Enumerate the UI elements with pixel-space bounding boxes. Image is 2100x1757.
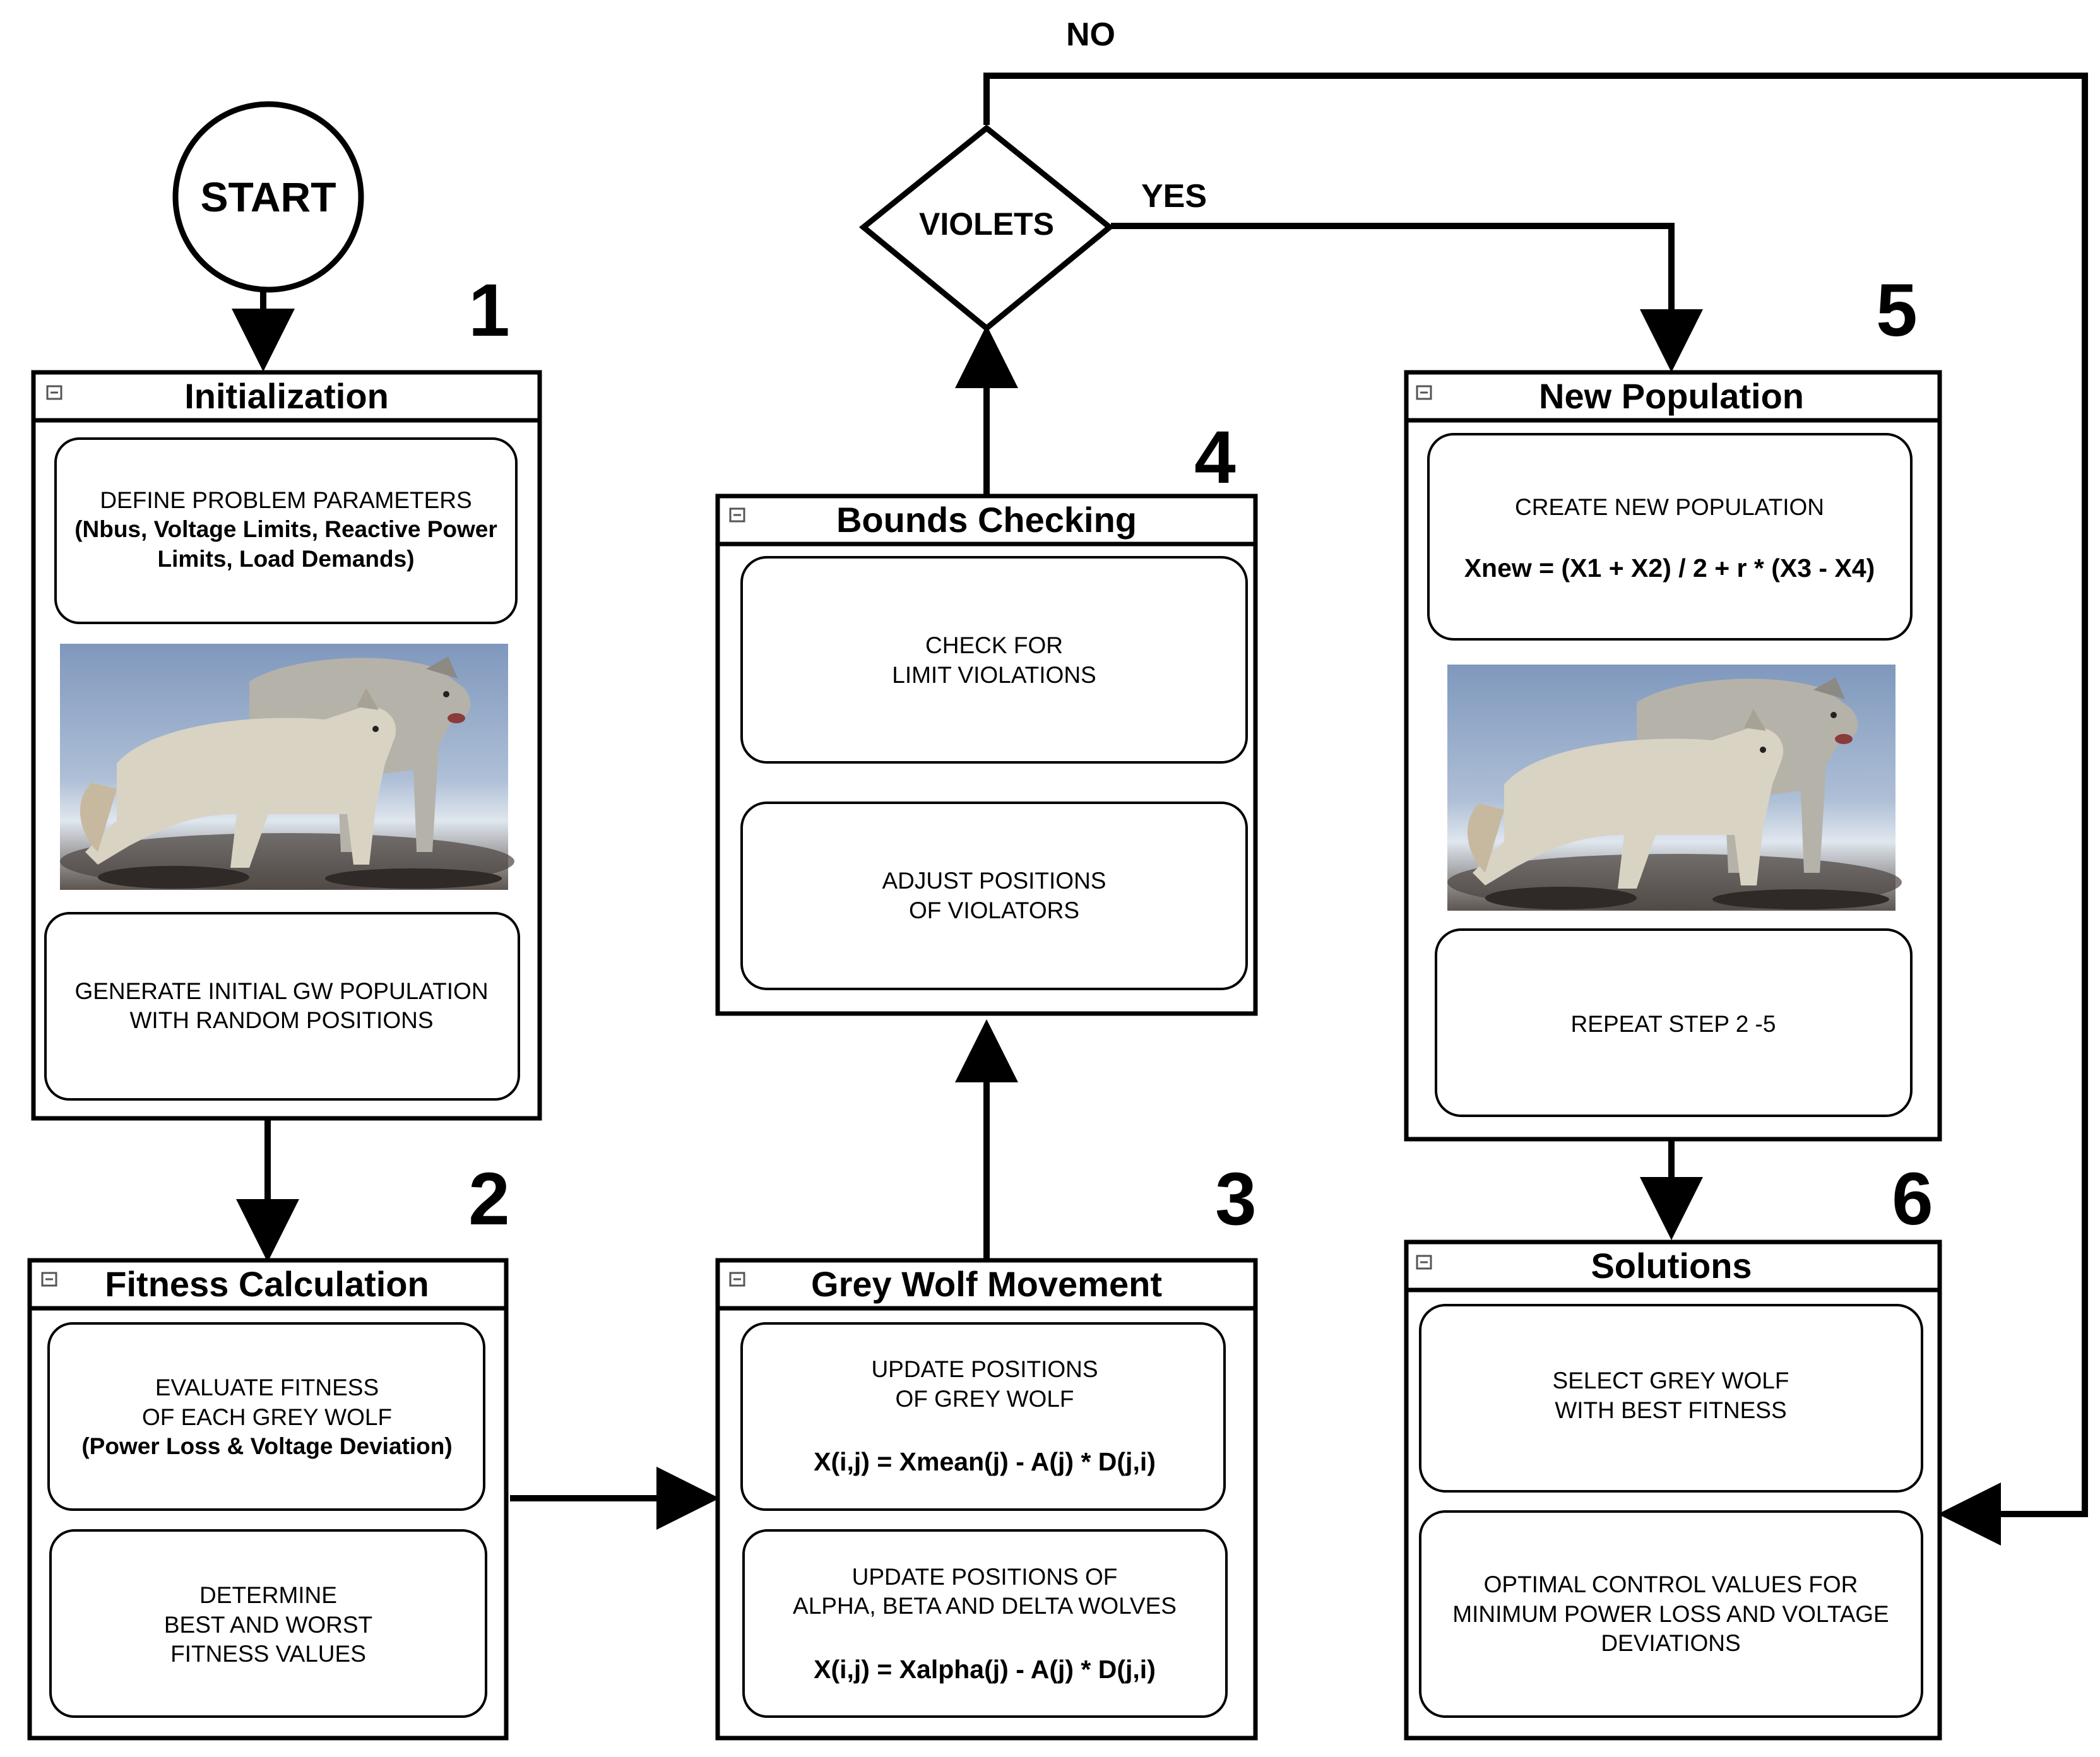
arrow-decision-yes-to-new-population <box>1111 223 1703 372</box>
block-title: Solutions <box>1591 1246 1752 1286</box>
movement-box2-formula: X(i,j) = Xalpha(j) - A(j) * D(j,i) <box>814 1655 1156 1684</box>
init-box2-line2: WITH RANDOM POSITIONS <box>130 1007 434 1033</box>
init-box1-line1: DEFINE PROBLEM PARAMETERS <box>100 487 472 513</box>
init-box1-line3: Limits, Load Demands) <box>157 546 414 572</box>
block-grey-wolf-movement: 3 Grey Wolf Movement UPDATE POSITIONS OF… <box>715 1157 1258 1741</box>
step-number-1: 1 <box>468 269 510 352</box>
block-title: Bounds Checking <box>836 500 1137 540</box>
fitness-box1-line3: (Power Loss & Voltage Deviation) <box>81 1433 452 1459</box>
start-node: START <box>172 101 364 293</box>
fitness-box1-line2: OF EACH GREY WOLF <box>142 1404 392 1430</box>
bounds-box2-line1: ADJUST POSITIONS <box>882 868 1106 894</box>
block-title: Fitness Calculation <box>105 1264 429 1304</box>
block-title: Initialization <box>184 376 389 416</box>
newpop-box2-line1: REPEAT STEP 2 -5 <box>1571 1011 1776 1037</box>
step-number-4: 4 <box>1194 416 1236 499</box>
bounds-box1-line2: LIMIT VIOLATIONS <box>892 662 1096 688</box>
movement-box1-line2: OF GREY WOLF <box>895 1386 1074 1412</box>
collapse-icon[interactable] <box>1416 1255 1432 1270</box>
decision-no-label: NO <box>1066 16 1115 53</box>
fitness-box2-line1: DETERMINE <box>199 1582 337 1608</box>
collapse-icon[interactable] <box>729 1272 745 1287</box>
step-number-2: 2 <box>468 1157 510 1241</box>
grey-wolf-photo <box>60 644 514 890</box>
step-number-3: 3 <box>1215 1157 1257 1241</box>
collapse-icon[interactable] <box>41 1272 57 1287</box>
solutions-box2-line2: MINIMUM POWER LOSS AND VOLTAGE <box>1452 1601 1889 1627</box>
movement-box1-formula: X(i,j) = Xmean(j) - A(j) * D(j,i) <box>814 1447 1156 1476</box>
decision-yes-label: YES <box>1141 178 1207 215</box>
decision-node: VIOLETS YES NO <box>858 16 1207 332</box>
fitness-box2-line3: FITNESS VALUES <box>170 1641 366 1667</box>
solutions-box2-line3: DEVIATIONS <box>1601 1630 1740 1656</box>
init-box1-line2: (Nbus, Voltage Limits, Reactive Power <box>74 516 497 542</box>
movement-box1-line1: UPDATE POSITIONS <box>871 1356 1098 1382</box>
grey-wolf-photo <box>1447 665 1902 911</box>
collapse-icon[interactable] <box>729 507 745 523</box>
block-new-population: 5 New Population CREATE NEW POPULATION X… <box>1404 269 1942 1142</box>
block-solutions: 6 Solutions SELECT GREY WOLF WITH BEST F… <box>1404 1157 1942 1741</box>
bounds-box2-line2: OF VIOLATORS <box>909 897 1079 923</box>
block-title: New Population <box>1539 376 1804 416</box>
block-bounds-checking: 4 Bounds Checking CHECK FOR LIMIT VIOLAT… <box>715 416 1258 1016</box>
connectors <box>232 73 2088 1546</box>
start-label: START <box>200 174 336 220</box>
solutions-box2-line1: OPTIMAL CONTROL VALUES FOR <box>1484 1571 1858 1597</box>
step-number-5: 5 <box>1876 269 1918 352</box>
newpop-box1-line1: CREATE NEW POPULATION <box>1515 494 1824 520</box>
arrow-decision-no-to-solutions <box>983 73 2088 1546</box>
newpop-box1-formula: Xnew = (X1 + X2) / 2 + r * (X3 - X4) <box>1464 553 1875 583</box>
solutions-box1-line1: SELECT GREY WOLF <box>1553 1368 1789 1393</box>
block-title: Grey Wolf Movement <box>811 1264 1162 1304</box>
fitness-box1-line1: EVALUATE FITNESS <box>155 1375 379 1400</box>
block-fitness-calculation: 2 Fitness Calculation EVALUATE FITNESS O… <box>27 1157 510 1741</box>
block-initialization: 1 Initialization DEFINE PROBLEM PARAMETE… <box>31 269 542 1121</box>
fitness-box2-line2: BEST AND WORST <box>164 1612 372 1638</box>
collapse-icon[interactable] <box>1416 385 1432 400</box>
step-number-6: 6 <box>1892 1157 1933 1241</box>
bounds-box1-line1: CHECK FOR <box>925 632 1063 658</box>
decision-label: VIOLETS <box>919 206 1054 242</box>
movement-box2-line1: UPDATE POSITIONS OF <box>852 1564 1118 1590</box>
init-box2-line1: GENERATE INITIAL GW POPULATION <box>74 978 488 1004</box>
solutions-box1-line2: WITH BEST FITNESS <box>1555 1397 1786 1423</box>
collapse-icon[interactable] <box>46 385 62 400</box>
movement-box2-line2: ALPHA, BETA AND DELTA WOLVES <box>793 1593 1177 1619</box>
